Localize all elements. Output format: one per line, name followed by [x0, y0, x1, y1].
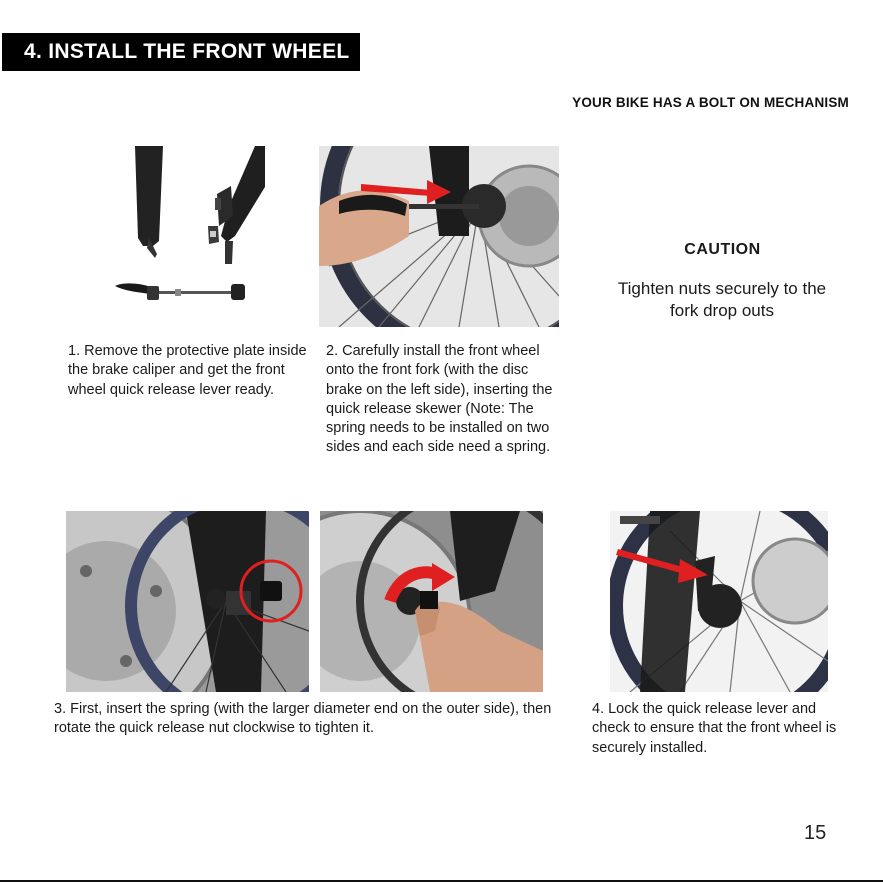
photo-insert-spring	[66, 511, 309, 692]
photo-rotate-nut	[320, 511, 543, 692]
step-1-text: 1. Remove the protective plate inside th…	[68, 343, 307, 398]
bottom-rule	[0, 880, 883, 882]
caution-text: Tighten nuts securely to the fork drop o…	[617, 279, 827, 320]
caution-title: CAUTION	[684, 241, 761, 258]
step-4-text: 4. Lock the quick release lever and chec…	[592, 701, 837, 756]
section-title: 4. INSTALL THE FRONT WHEEL	[2, 33, 360, 71]
step-2-text: 2. Carefully install the front wheel ont…	[326, 343, 553, 456]
step-3-text: 3. First, insert the spring (with the la…	[54, 701, 552, 737]
mechanism-note: YOUR BIKE HAS A BOLT ON MECHANISM	[572, 95, 849, 110]
photo-lock-lever	[610, 511, 828, 692]
photo-fork-and-skewer	[105, 146, 265, 306]
photo-install-wheel	[319, 146, 559, 327]
page-number: 15	[804, 822, 827, 844]
